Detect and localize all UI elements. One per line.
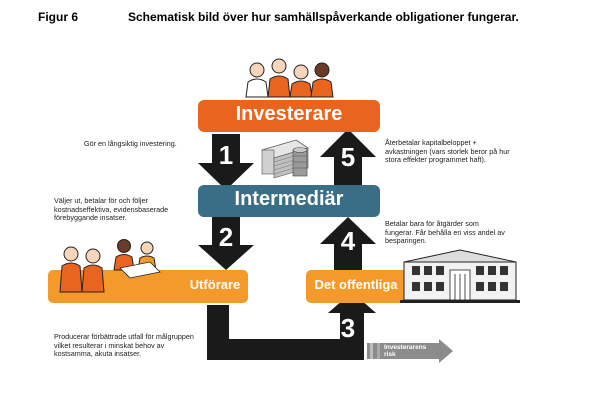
government-building-icon (400, 249, 520, 303)
step5-arrow (320, 129, 376, 186)
step3-note: Producerar förbättrade utfall för målgru… (54, 332, 194, 359)
risk-arrow (367, 339, 453, 363)
caregivers-icon (59, 239, 161, 293)
step5-number: 5 (340, 142, 356, 172)
public-label: Det offentliga (314, 277, 398, 292)
step2-arrow (198, 217, 254, 270)
step4-note: Betalar bara för åtgärder som fungerar. … (385, 219, 505, 246)
step5-note: Återbetalar kapitalbeloppet + avkastning… (385, 138, 510, 165)
money-stack-icon (261, 139, 309, 179)
investors-box (198, 100, 380, 132)
step3-number: 3 (340, 313, 356, 343)
step2-note: Väljer ut, betalar för och följer kostna… (54, 196, 169, 223)
step4-number: 4 (340, 226, 356, 256)
step1-arrow (198, 134, 254, 190)
investors-label: Investerare (235, 103, 343, 125)
step1-note: Gör en långsiktig investering. (84, 139, 177, 148)
figure-label: Figur 6 (38, 10, 79, 24)
figure-title: Schematisk bild över hur samhällspåverka… (128, 10, 519, 24)
provider-label: Utförare (189, 277, 241, 292)
intermediary-box (198, 185, 380, 217)
step3-arrow (207, 292, 376, 360)
step1-number: 1 (218, 140, 234, 170)
intermediary-label: Intermediär (234, 188, 344, 210)
risk-label: Investerarens risk (384, 344, 427, 358)
step2-number: 2 (218, 222, 234, 252)
step4-arrow (320, 217, 376, 272)
people-group-icon (245, 58, 334, 98)
